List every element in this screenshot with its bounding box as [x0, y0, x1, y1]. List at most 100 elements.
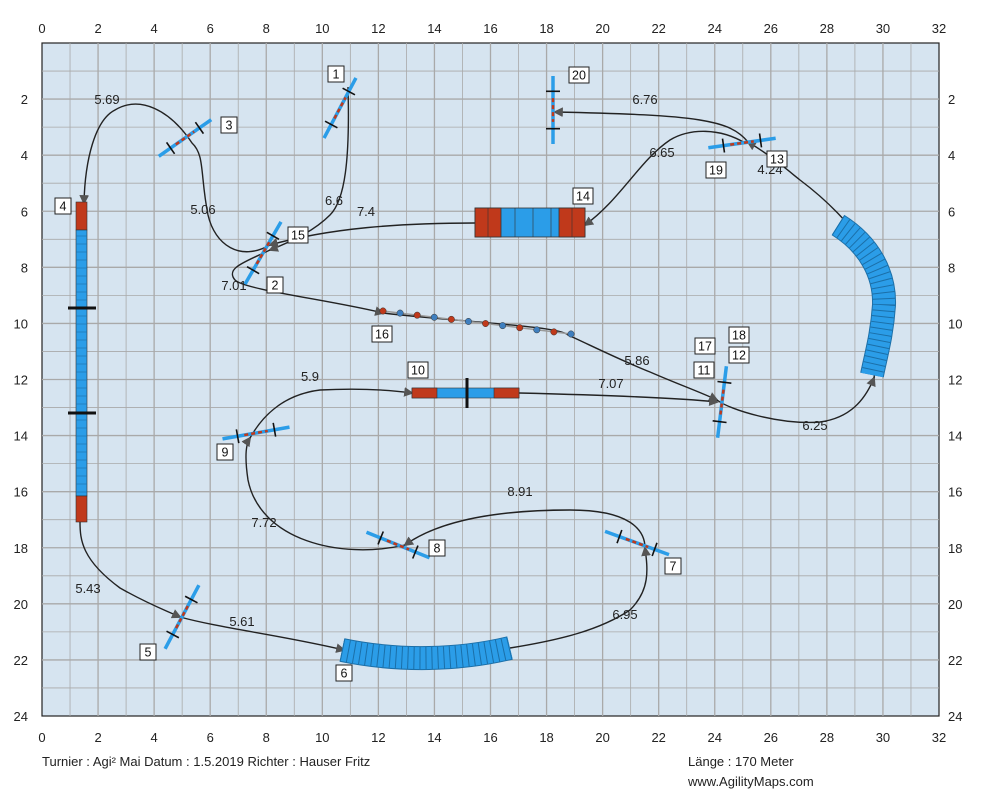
y-tick-right: 14 [948, 429, 962, 444]
y-tick-left: 10 [14, 316, 28, 331]
weave-pole [396, 309, 404, 317]
obstacle-label-20: 20 [568, 66, 590, 84]
jump-wing [266, 231, 280, 241]
footer-event-info: Turnier : Agi² Mai Datum : 1.5.2019 Rich… [42, 754, 371, 769]
x-tick-bottom: 18 [539, 730, 553, 745]
weave-pole [550, 328, 558, 336]
jump-pole [175, 130, 195, 146]
x-tick-top: 10 [315, 21, 329, 36]
grid [42, 43, 939, 716]
jump-bar [243, 220, 283, 286]
path-segment-12 [509, 546, 651, 649]
jump-1 [322, 77, 358, 139]
x-tick-bottom: 20 [595, 730, 609, 745]
distance-label: 6.76 [632, 92, 657, 107]
tunnel-rings [831, 215, 896, 378]
label-number: 12 [732, 349, 746, 363]
obstacle-label-17: 17 [694, 337, 716, 355]
footer-website-link[interactable]: www.AgilityMaps.com [688, 774, 814, 789]
label-box [266, 276, 284, 294]
y-tick-right: 4 [948, 148, 955, 163]
distance-label: 5.06 [190, 202, 215, 217]
label-box [139, 643, 157, 661]
x-tick-bottom: 12 [371, 730, 385, 745]
label-box [220, 116, 238, 134]
x-tick-top: 20 [595, 21, 609, 36]
obstacles [68, 76, 897, 671]
obstacle-label-9: 9 [216, 443, 234, 461]
obstacle-label-5: 5 [139, 643, 157, 661]
jump-pole [730, 140, 754, 146]
label-number: 3 [226, 119, 233, 133]
jump-wing [194, 121, 205, 135]
seesaw-10 [411, 378, 520, 408]
label-box [664, 557, 682, 575]
label-box [705, 161, 727, 179]
jump-7 [604, 529, 670, 557]
weave-pole [499, 322, 507, 330]
jump-9 [222, 422, 290, 444]
obstacle-label-4: 4 [54, 197, 72, 215]
distance-label: 7.4 [357, 204, 375, 219]
x-tick-bottom: 2 [94, 730, 101, 745]
path-segment-2 [231, 249, 385, 316]
weave-pole [447, 315, 455, 323]
tunnel-t2 [831, 214, 897, 378]
label-number: 10 [411, 364, 425, 378]
label-number: 11 [698, 364, 711, 378]
jump-8 [365, 530, 431, 560]
x-tick-top: 12 [371, 21, 385, 36]
distance-label: 6.6 [325, 193, 343, 208]
label-number: 1 [333, 68, 340, 82]
jump-pole [333, 96, 347, 120]
x-tick-bottom: 10 [315, 730, 329, 745]
y-tick-left: 18 [14, 541, 28, 556]
seesaw-contact-right [493, 387, 520, 399]
obstacle-label-6: 6 [335, 664, 353, 682]
jump-wing [411, 545, 419, 559]
label-number: 9 [222, 446, 229, 460]
x-tick-bottom: 0 [38, 730, 45, 745]
jump-wing [717, 380, 732, 384]
jump-13 [708, 133, 776, 153]
course-path [79, 86, 881, 653]
x-tick-top: 6 [207, 21, 214, 36]
footer-course-length: Länge : 170 Meter [688, 754, 794, 769]
distance-label: 7.07 [598, 376, 623, 391]
jump-bar [708, 136, 776, 150]
y-tick-left: 14 [14, 429, 28, 444]
label-box [335, 664, 353, 682]
jump-pole [244, 429, 268, 437]
jump-wing [712, 420, 727, 424]
x-tick-top: 14 [427, 21, 441, 36]
weave-pole [516, 324, 524, 332]
x-tick-bottom: 26 [764, 730, 778, 745]
label-number: 14 [576, 190, 590, 204]
dogwalk-contact-bottom [75, 495, 88, 523]
x-tick-top: 22 [651, 21, 665, 36]
x-tick-bottom: 24 [708, 730, 722, 745]
distance-label: 5.69 [94, 92, 119, 107]
jump-pole [719, 389, 725, 415]
path-segment-7 [583, 130, 746, 227]
label-number: 7 [670, 560, 677, 574]
jump-bar [163, 584, 201, 650]
weave-pole [482, 320, 489, 327]
jump-11 [712, 366, 732, 438]
x-tick-top: 0 [38, 21, 45, 36]
distance-label: 5.9 [301, 369, 319, 384]
path-segment-10 [79, 521, 182, 619]
jump-15 [243, 220, 283, 286]
label-box [407, 361, 429, 379]
label-number: 8 [434, 542, 441, 556]
x-tick-bottom: 16 [483, 730, 497, 745]
obstacle-label-13: 13 [766, 150, 788, 168]
dogwalk-plank [75, 229, 88, 497]
jump-bar [365, 530, 431, 560]
jump-bar [157, 118, 213, 158]
path-segment-9 [79, 103, 271, 253]
jump-bar [715, 366, 729, 438]
tunnel-rings [339, 637, 513, 670]
path-segment-6 [553, 107, 749, 143]
y-tick-right: 16 [948, 485, 962, 500]
